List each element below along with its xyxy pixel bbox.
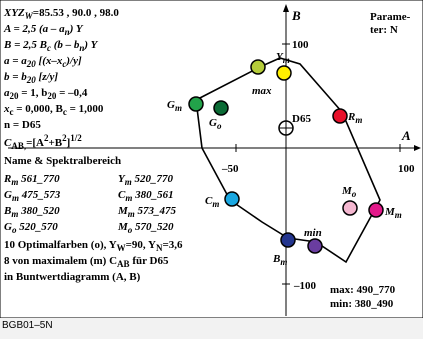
color-point-bm [280,232,296,248]
info-name-header: Name & Spektralbereich [4,155,121,167]
tick-label-x-pos: 100 [398,163,415,175]
info-block: XYZW=85.53 , 90.0 , 98.0 A = 2,5 (a – an… [3,7,183,283]
color-point-cm [224,191,240,207]
label-mm: Mm [384,206,402,220]
info-line-xc: xc = 0,000, Bc = 1,000 [3,103,104,117]
b-axis-label: B [291,8,301,23]
b-axis-arrow [283,4,289,12]
max-label: max: 490_770 [330,284,396,296]
a-axis-label: A [401,128,411,143]
info-opt-line1: 10 Optimalfarben (o), YW=90, YN=3,6 [4,239,183,253]
tick-label-y-pos: 100 [292,39,309,51]
info-opt-line3: in Buntwertdiagramm (A, B) [4,271,141,283]
diagram-frame: B A –50 100 100 –100 D65 Ym max Rm Gm Go… [0,0,423,318]
info-line-b-def: b = b20 [z/y] [4,71,58,85]
info-line-a-def: a = a20 [(x–xc)/y] [4,55,82,69]
color-point-mo [342,200,358,216]
info-line-a20: a20 = 1, b20 = –0,4 [4,87,88,101]
footer-label: BGB01–5N [2,320,53,331]
color-point-ym [276,65,292,81]
label-rm: Rm [347,111,362,125]
info-xyz: XYZW=85.53 , 90.0 , 98.0 [3,7,119,21]
label-cm: Cm [205,195,219,209]
info-line-n: n = D65 [4,119,41,131]
label-gm: Gm [167,99,182,113]
label-max: max [252,85,272,97]
info-opt-line2: 8 von maximalem (m) CAB für D65 [4,255,169,269]
param-line2: ter: N [370,24,398,36]
color-point-gm [188,96,204,112]
color-point-go [213,100,229,116]
tick-label-x-neg: –50 [221,163,239,175]
color-point-rm [332,108,348,124]
info-line-b: B = 2,5 Bc (b – bn) Y [3,39,99,53]
label-ym: Ym [276,51,290,65]
d65-label: D65 [292,113,311,125]
tick-label-y-neg: –100 [293,280,317,292]
label-go: Go [209,117,222,131]
label-mo: Mo [341,185,357,199]
min-label: min: 380_490 [330,298,394,310]
color-point-bm2 [307,238,323,254]
info-line-a: A = 2,5 (a – an) Y [3,23,84,37]
info-line-cab: CAB,=[A2+B2]1/2 [4,133,82,151]
color-point-ym2 [250,59,266,75]
a-axis-arrow [414,145,421,151]
label-min: min [304,227,322,239]
label-bm: Bm [272,253,287,267]
color-point-mm [368,202,384,218]
plot-area [0,0,423,318]
point-layer [188,59,384,254]
param-line1: Parame- [370,11,411,23]
